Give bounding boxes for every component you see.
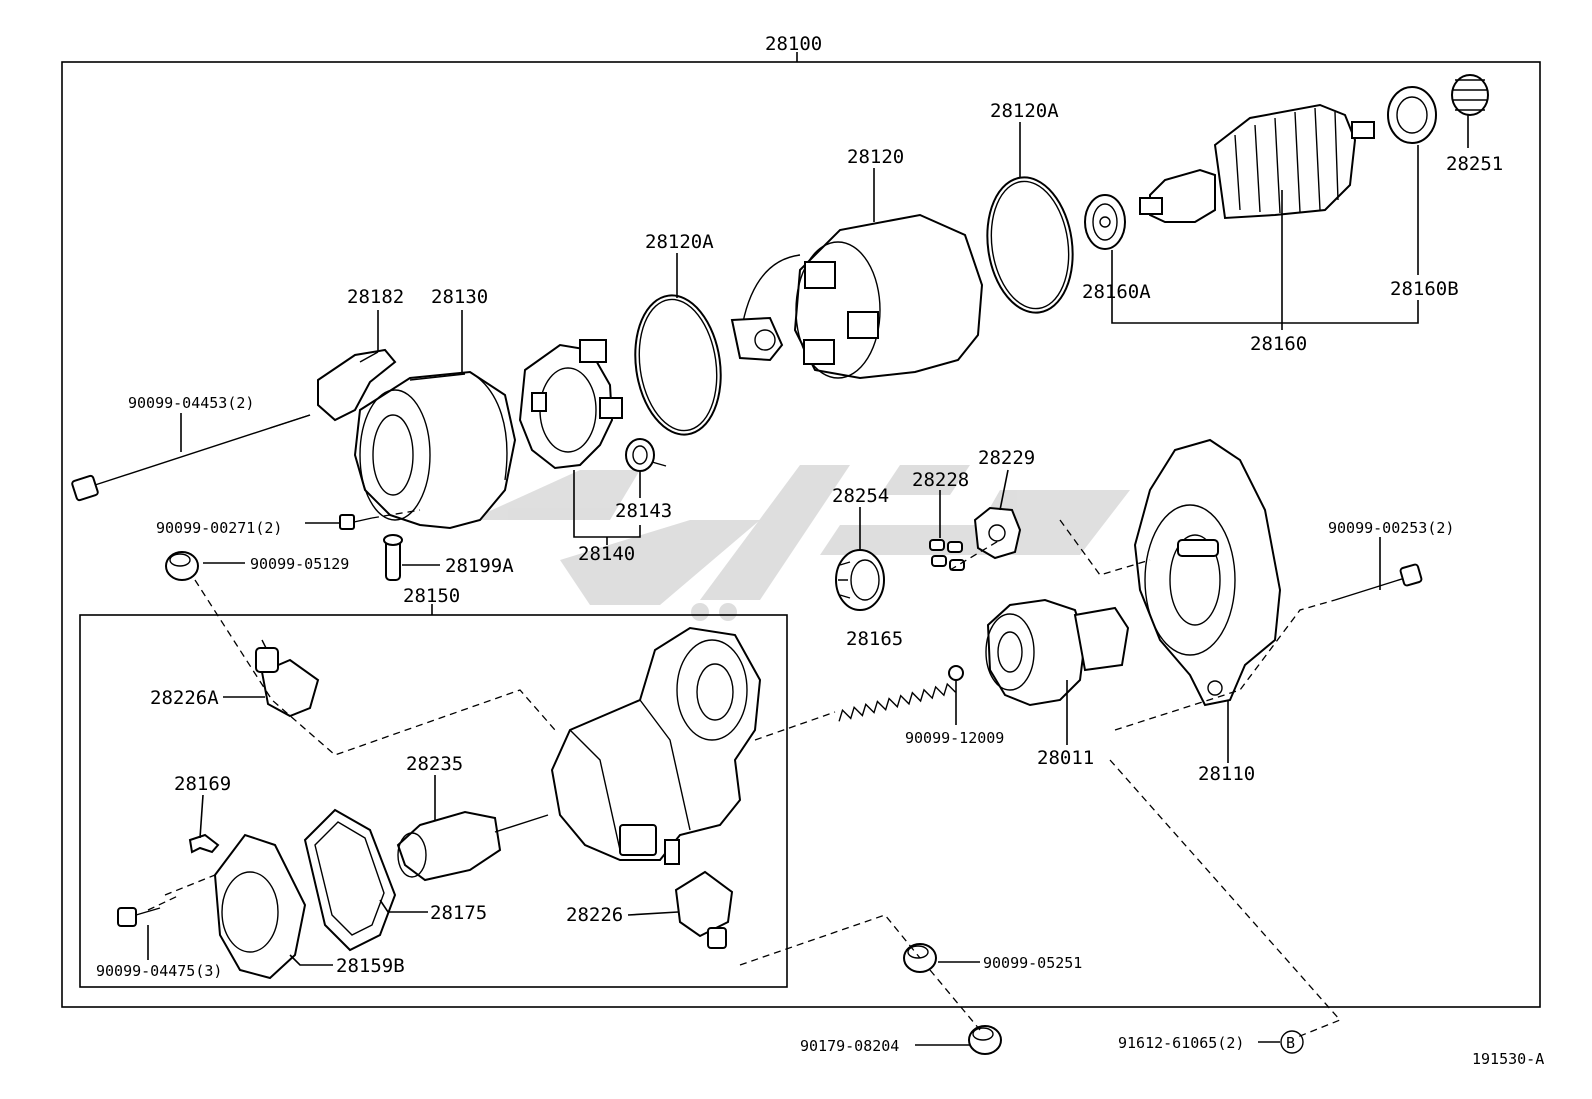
label-90099-12009: 90099-12009 [905,729,1004,747]
armature-28160-icon [1139,103,1375,223]
label-90099-00271: 90099-00271(2) [156,519,282,537]
rollers-28228-icon [929,539,965,571]
housing-28110-icon [1133,438,1282,707]
label-28160: 28160 [1250,333,1307,355]
spring-28165-icon [838,682,957,722]
spring-28143-icon [625,438,667,472]
o-ring-left-icon [634,294,722,436]
label-28254: 28254 [832,485,889,507]
gear-28254-icon [835,549,885,611]
bracket-28182-icon [317,348,397,422]
cover-28159b-icon [213,833,307,980]
label-28120a-mid: 28120A [645,231,714,253]
label-28229: 28229 [978,447,1035,469]
label-drawing-code: 191530-A [1472,1050,1544,1068]
subassembly-frame [79,614,788,988]
label-28140: 28140 [578,543,635,565]
label-28182: 28182 [347,286,404,308]
label-28011: 28011 [1037,747,1094,769]
label-28199a: 28199A [445,555,514,577]
label-28120a-top: 28120A [990,100,1059,122]
label-90099-00253: 90099-00253(2) [1328,519,1454,537]
clip-28169-icon [188,833,220,854]
label-28228: 28228 [912,469,969,491]
label-28226a: 28226A [150,687,219,709]
terminal-28226a-icon [255,639,320,718]
label-90099-04453: 90099-04453(2) [128,394,254,412]
bearing-28160a-icon [1084,194,1126,250]
clutch-28011-icon [985,598,1130,707]
label-28235: 28235 [406,753,463,775]
steel-ball-icon [948,665,964,681]
reference-b-circle [1280,1030,1304,1054]
label-reference-b: B [1286,1034,1295,1052]
screw-04475-icon [117,907,161,927]
long-bolt-icon [71,414,311,502]
label-28150: 28150 [403,585,460,607]
leader-lines [147,115,1469,1046]
watermark-logo [470,465,1130,621]
label-28143: 28143 [615,500,672,522]
label-assembly: 28100 [765,33,822,55]
label-90099-05251: 90099-05251 [983,954,1082,972]
label-28120: 28120 [847,146,904,168]
label-90099-05129: 90099-05129 [250,555,349,573]
label-28160b: 28160B [1390,278,1459,300]
label-91612-61065: 91612-61065(2) [1118,1034,1244,1052]
terminal-28226-icon [674,870,734,949]
plug-28199a-icon [383,534,403,581]
gear-28251-icon [1451,74,1489,116]
gasket-28175-icon [303,808,397,952]
label-28169: 28169 [174,773,231,795]
label-28110: 28110 [1198,763,1255,785]
label-28130: 28130 [431,286,488,308]
o-ring-right-icon [986,176,1074,314]
bearing-28160b-icon [1387,86,1437,144]
retainer-28229-icon [973,506,1022,560]
label-28226: 28226 [566,904,623,926]
label-90099-04475: 90099-04475(3) [96,962,222,980]
solenoid-housing-icon [550,626,762,865]
nut-08204-icon [968,1025,1002,1055]
yoke-28120-icon [730,213,984,380]
cap-05129-icon [165,551,199,581]
brush-holder-28140-icon [518,339,623,470]
label-28165: 28165 [846,628,903,650]
plunger-28235-icon [396,810,549,882]
bolt-00253-icon [1334,563,1423,601]
label-90179-08204: 90179-08204 [800,1037,899,1055]
label-28160a: 28160A [1082,281,1151,303]
label-28175: 28175 [430,902,487,924]
part-labels: 28100 28120A 28120 28251 28120A 28160A 2… [96,33,1544,1068]
label-28251: 28251 [1446,153,1503,175]
label-28159b: 28159B [336,955,405,977]
screw-00271-icon [339,514,373,530]
alignment-lines [147,509,1342,1039]
end-frame-28130-icon [353,370,517,530]
assembly-frame [61,61,1541,1008]
